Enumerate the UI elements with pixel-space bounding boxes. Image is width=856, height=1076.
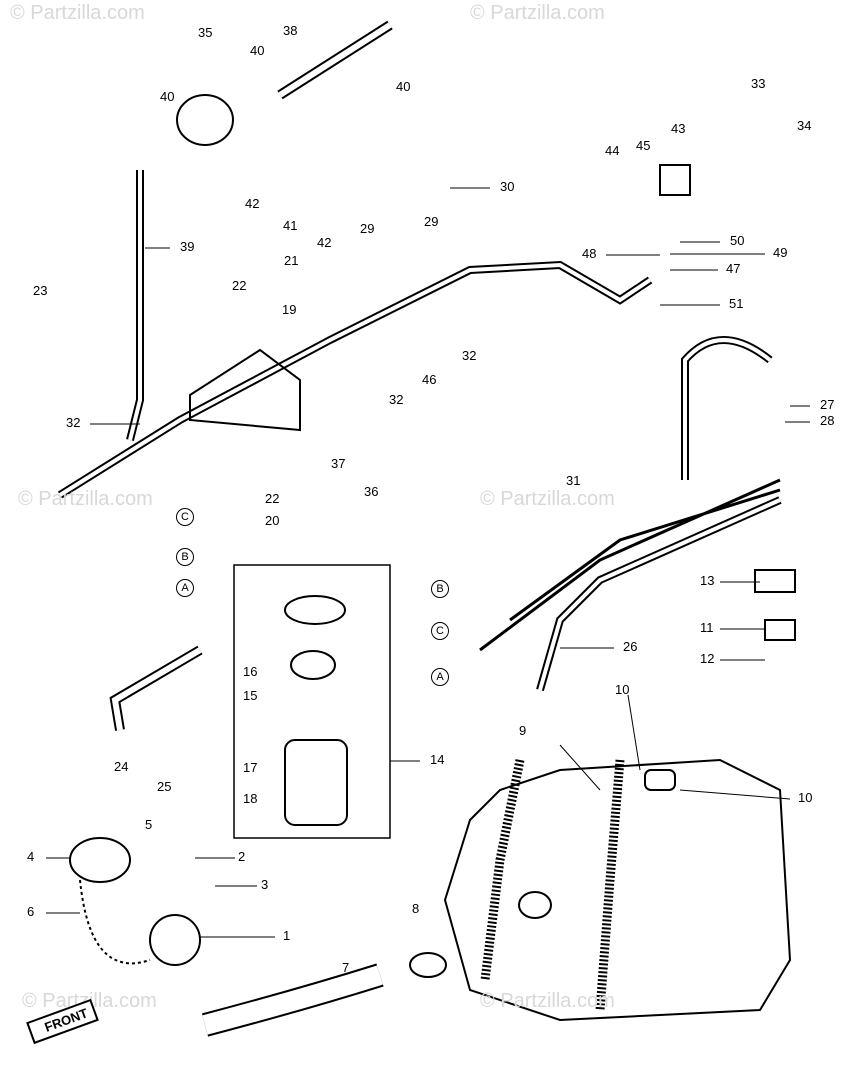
connector-marker: C bbox=[176, 508, 194, 526]
part-label: 29 bbox=[360, 221, 375, 236]
tank-strap bbox=[595, 759, 625, 1011]
watermark: © Partzilla.com bbox=[480, 488, 615, 510]
fuel-tank bbox=[443, 758, 792, 1022]
connector-marker: A bbox=[431, 668, 449, 686]
filler-1 bbox=[149, 914, 201, 966]
part-label: 29 bbox=[424, 214, 439, 229]
part-label: 50 bbox=[730, 233, 745, 248]
part-label: 25 bbox=[157, 779, 172, 794]
part-label: 2 bbox=[238, 849, 246, 864]
part-label: 6 bbox=[27, 904, 35, 919]
part-label: 26 bbox=[623, 639, 638, 654]
part-label: 30 bbox=[500, 179, 515, 194]
part-label: 45 bbox=[636, 138, 651, 153]
part-label: 22 bbox=[265, 491, 280, 506]
part-label: 44 bbox=[605, 143, 620, 158]
tank-strap bbox=[480, 759, 525, 981]
part-label: 10 bbox=[798, 790, 813, 805]
part-label: 38 bbox=[283, 23, 298, 38]
part-label: 28 bbox=[820, 413, 835, 428]
part-label: 23 bbox=[33, 283, 48, 298]
watermark: © Partzilla.com bbox=[480, 990, 615, 1012]
connector-marker: C bbox=[431, 622, 449, 640]
filter-cup bbox=[284, 739, 348, 826]
fuel-pump-43 bbox=[659, 164, 691, 196]
part-label: 49 bbox=[773, 245, 788, 260]
part-label: 33 bbox=[751, 76, 766, 91]
strainer bbox=[290, 650, 336, 680]
watermark: © Partzilla.com bbox=[18, 488, 153, 510]
part-label: 40 bbox=[160, 89, 175, 104]
part-label: 36 bbox=[364, 484, 379, 499]
part-label: 37 bbox=[331, 456, 346, 471]
part-label: 51 bbox=[729, 296, 744, 311]
fuel-cock bbox=[284, 595, 346, 625]
cap-4 bbox=[69, 837, 131, 883]
watermark: © Partzilla.com bbox=[10, 2, 145, 24]
part-label: 17 bbox=[243, 760, 258, 775]
part-label: 18 bbox=[243, 791, 258, 806]
chain-6 bbox=[79, 879, 151, 965]
part-label: 20 bbox=[265, 513, 280, 528]
filter-group-box bbox=[233, 564, 391, 839]
part-label: 10 bbox=[615, 682, 630, 697]
part-label: 4 bbox=[27, 849, 35, 864]
fuel-filter-35 bbox=[176, 94, 234, 146]
part-label: 39 bbox=[180, 239, 195, 254]
gauge-11 bbox=[764, 619, 796, 641]
part-label: 16 bbox=[243, 664, 258, 679]
part-label: 24 bbox=[114, 759, 129, 774]
part-label: 32 bbox=[389, 392, 404, 407]
nut-13 bbox=[754, 569, 796, 593]
clamp-8 bbox=[409, 952, 447, 978]
part-label: 48 bbox=[582, 246, 597, 261]
part-label: 31 bbox=[566, 473, 581, 488]
hose-bundle bbox=[479, 478, 781, 652]
part-label: 9 bbox=[519, 723, 527, 738]
part-label: 8 bbox=[412, 901, 420, 916]
part-label: 11 bbox=[700, 620, 714, 635]
bracket-19 bbox=[189, 348, 301, 432]
part-label: 5 bbox=[145, 817, 153, 832]
part-label: 27 bbox=[820, 397, 835, 412]
hose-main bbox=[57, 260, 653, 499]
part-label: 35 bbox=[198, 25, 213, 40]
part-label: 42 bbox=[245, 196, 260, 211]
part-label: 32 bbox=[462, 348, 477, 363]
connector-marker: B bbox=[176, 548, 194, 566]
part-label: 19 bbox=[282, 302, 297, 317]
tank-cap-port bbox=[644, 769, 676, 791]
watermark: © Partzilla.com bbox=[470, 2, 605, 24]
part-label: 14 bbox=[430, 752, 445, 767]
part-label: 46 bbox=[422, 372, 437, 387]
part-label: 22 bbox=[232, 278, 247, 293]
part-label: 41 bbox=[283, 218, 298, 233]
part-label: 13 bbox=[700, 573, 715, 588]
part-label: 1 bbox=[283, 928, 291, 943]
part-label: 34 bbox=[797, 118, 812, 133]
part-label: 42 bbox=[317, 235, 332, 250]
part-label: 15 bbox=[243, 688, 258, 703]
connector-marker: B bbox=[431, 580, 449, 598]
part-label: 7 bbox=[342, 960, 350, 975]
part-label: 43 bbox=[671, 121, 686, 136]
part-label: 32 bbox=[66, 415, 81, 430]
part-label: 40 bbox=[396, 79, 411, 94]
part-label: 47 bbox=[726, 261, 741, 276]
part-label: 21 bbox=[284, 253, 299, 268]
part-label: 12 bbox=[700, 651, 715, 666]
part-label: 3 bbox=[261, 877, 269, 892]
part-label: 40 bbox=[250, 43, 265, 58]
connector-marker: A bbox=[176, 579, 194, 597]
tank-filler-neck bbox=[518, 891, 552, 919]
hose-vent bbox=[681, 336, 773, 480]
